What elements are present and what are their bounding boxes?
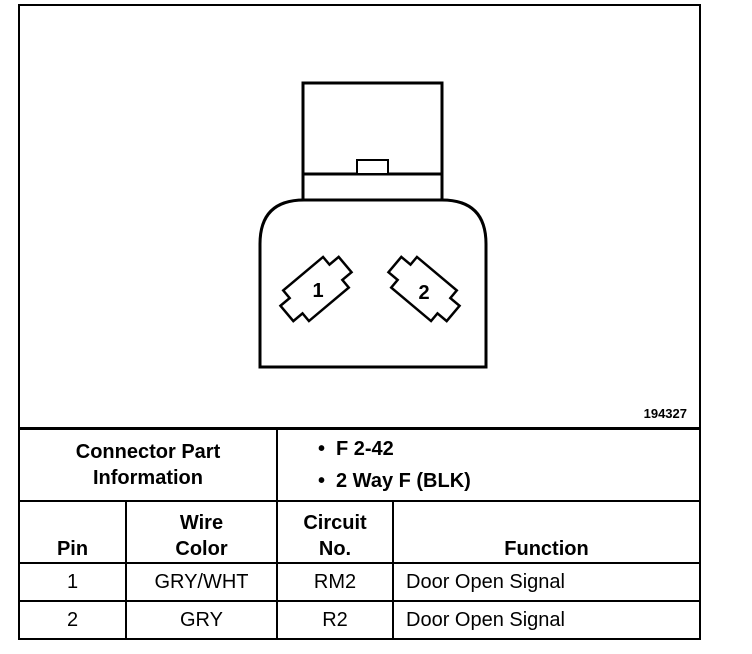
cell-circuit: RM2 [276, 562, 394, 602]
bullet-item: •F 2-42 [318, 438, 394, 460]
cell-pin: 2 [20, 600, 127, 638]
connector-info-row: Connector Part Information •F 2-42 •2 Wa… [20, 430, 699, 502]
bullet-item: •2 Way F (BLK) [318, 470, 471, 492]
table-row: 2 GRY R2 Door Open Signal [20, 600, 699, 638]
connector-table: Connector Part Information •F 2-42 •2 Wa… [20, 430, 699, 638]
pin-label-2: 2 [418, 282, 429, 304]
cell-pin: 1 [20, 562, 127, 602]
connector-latch-housing [301, 81, 444, 176]
connector-info-label: Connector Part Information [20, 430, 278, 502]
connector-lock-tab [356, 159, 389, 175]
pin-cavity-1 [278, 255, 354, 323]
connector-diagram: 1 2 194327 [20, 6, 699, 430]
cell-circuit: R2 [276, 600, 394, 638]
table-row: 1 GRY/WHT RM2 Door Open Signal [20, 562, 699, 602]
cell-wire-color: GRY/WHT [125, 562, 278, 602]
cell-function: Door Open Signal [392, 600, 699, 638]
pin-label-1: 1 [312, 280, 323, 302]
connector-drawing: 1 2 [258, 81, 488, 369]
cell-wire-color: GRY [125, 600, 278, 638]
pin-cavity-2 [386, 255, 462, 323]
header-pin: Pin [20, 500, 127, 564]
connector-figure: 1 2 194327 Connector Part Information •F… [18, 4, 701, 640]
figure-number: 194327 [643, 406, 687, 421]
cell-function: Door Open Signal [392, 562, 699, 602]
connector-info-bullets: •F 2-42 •2 Way F (BLK) [276, 430, 699, 502]
header-function: Function [392, 500, 699, 564]
